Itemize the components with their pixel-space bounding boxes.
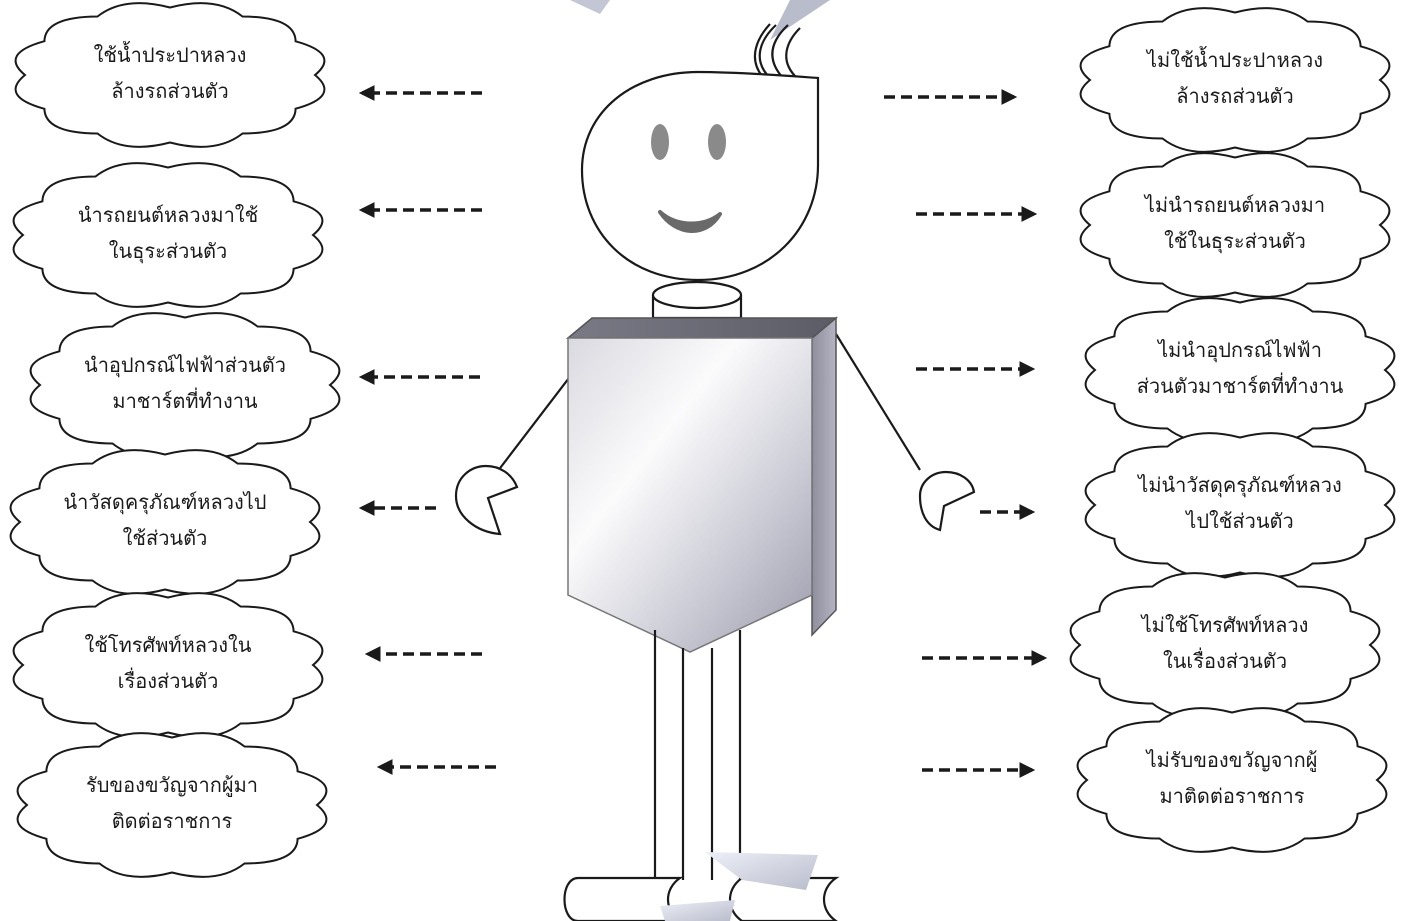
right-cloud-text-3: ไม่นำอุปกรณ์ไฟฟ้าส่วนตัวมาชาร์ตที่ทำงาน <box>1105 332 1375 404</box>
left-cloud-2 <box>12 162 324 308</box>
left-cloud-4 <box>9 449 321 595</box>
right-cloud-4 <box>1084 432 1396 578</box>
left-cloud-text-1: ใช้น้ำประปาหลวงล้างรถส่วนตัว <box>35 37 305 109</box>
left-cloud-1 <box>14 2 326 148</box>
right-foot <box>728 876 840 921</box>
left-cloud-3-line2: มาชาร์ตที่ทำงาน <box>112 389 258 413</box>
right-cloud-4-line1: ไม่นำวัสดุครุภัณฑ์หลวง <box>1138 473 1342 497</box>
right-cloud-text-6: ไม่รับของขวัญจากผู้มาติดต่อราชการ <box>1097 742 1367 814</box>
hair-strand-2 <box>771 24 789 79</box>
cloud-layer <box>9 2 1396 878</box>
arrow-layer <box>358 85 1048 778</box>
left-cloud-1-line2: ล้างรถส่วนตัว <box>111 79 229 103</box>
right-cloud-5-line1: ไม่ใช้โทรศัพท์หลวง <box>1141 613 1309 637</box>
smile <box>658 210 722 233</box>
robot-figure <box>454 23 976 921</box>
right-cloud-6-line2: มาติดต่อราชการ <box>1159 784 1305 808</box>
neck-top <box>651 280 743 310</box>
left-cloud-2-line1: นำรถยนต์หลวงมาใช้ <box>77 203 259 227</box>
paper-scrap-bottom <box>660 900 735 921</box>
right-cloud-4-line2: ไปใช้ส่วนตัว <box>1186 509 1294 533</box>
top-shard-left <box>570 0 610 14</box>
right-cloud-1-line2: ล้างรถส่วนตัว <box>1176 84 1294 108</box>
left-cloud-3-line1: นำอุปกรณ์ไฟฟ้าส่วนตัว <box>84 353 286 377</box>
left-cloud-6 <box>16 732 328 878</box>
right-cloud-3-line2: ส่วนตัวมาชาร์ตที่ทำงาน <box>1136 374 1344 398</box>
right-hand <box>918 470 976 532</box>
left-arm <box>493 373 573 477</box>
right-cloud-5-line2: ในเรื่องส่วนตัว <box>1162 649 1288 673</box>
left-cloud-6-line2: ติดต่อราชการ <box>111 809 233 833</box>
left-cloud-text-6: รับของขวัญจากผู้มาติดต่อราชการ <box>37 767 307 839</box>
left-cloud-text-5: ใช้โทรศัพท์หลวงในเรื่องส่วนตัว <box>33 627 303 699</box>
left-hand <box>454 464 519 536</box>
torso-front <box>567 337 813 653</box>
hair-strand-3 <box>753 23 771 77</box>
right-cloud-2 <box>1079 152 1391 298</box>
right-arm <box>835 333 921 471</box>
right-cloud-1-line1: ไม่ใช้น้ำประปาหลวง <box>1146 48 1324 72</box>
left-cloud-text-3: นำอุปกรณ์ไฟฟ้าส่วนตัวมาชาร์ตที่ทำงาน <box>50 347 320 419</box>
right-cloud-text-4: ไม่นำวัสดุครุภัณฑ์หลวงไปใช้ส่วนตัว <box>1105 467 1375 539</box>
right-cloud-2-line1: ไม่นำรถยนต์หลวงมา <box>1144 193 1326 217</box>
right-cloud-text-5: ไม่ใช้โทรศัพท์หลวงในเรื่องส่วนตัว <box>1090 607 1360 679</box>
head <box>580 70 820 282</box>
top-shard-right <box>770 0 830 40</box>
left-cloud-4-line1: นำวัสดุครุภัณฑ์หลวงไป <box>63 490 267 514</box>
right-eye <box>708 124 726 160</box>
paper-scrap-top <box>705 852 818 890</box>
left-cloud-5-line2: เรื่องส่วนตัว <box>117 669 219 693</box>
hair-strand-1 <box>758 24 777 79</box>
right-cloud-1 <box>1079 7 1391 153</box>
left-cloud-text-2: นำรถยนต์หลวงมาใช้ในธุระส่วนตัว <box>33 197 303 269</box>
right-cloud-6-line1: ไม่รับของขวัญจากผู้ <box>1146 748 1318 772</box>
left-cloud-text-4: นำวัสดุครุภัณฑ์หลวงไปใช้ส่วนตัว <box>30 484 300 556</box>
left-cloud-4-line2: ใช้ส่วนตัว <box>122 526 208 550</box>
left-cloud-5 <box>12 592 324 738</box>
right-cloud-6 <box>1076 707 1388 853</box>
hair-strand-4 <box>785 27 801 77</box>
right-cloud-3-line1: ไม่นำอุปกรณ์ไฟฟ้า <box>1158 338 1322 362</box>
left-cloud-6-line1: รับของขวัญจากผู้มา <box>85 773 259 797</box>
right-cloud-text-1: ไม่ใช้น้ำประปาหลวงล้างรถส่วนตัว <box>1100 42 1370 114</box>
left-cloud-1-line1: ใช้น้ำประปาหลวง <box>93 43 247 67</box>
right-cloud-2-line2: ใช้ในธุระส่วนตัว <box>1164 229 1306 253</box>
torso-top <box>565 317 839 339</box>
left-foot <box>563 876 684 921</box>
left-cloud-5-line1: ใช้โทรศัพท์หลวงใน <box>84 633 252 657</box>
left-eye <box>651 124 669 160</box>
left-cloud-2-line2: ในธุระส่วนตัว <box>108 239 228 263</box>
right-cloud-text-2: ไม่นำรถยนต์หลวงมาใช้ในธุระส่วนตัว <box>1100 187 1370 259</box>
torso-side <box>811 316 837 637</box>
